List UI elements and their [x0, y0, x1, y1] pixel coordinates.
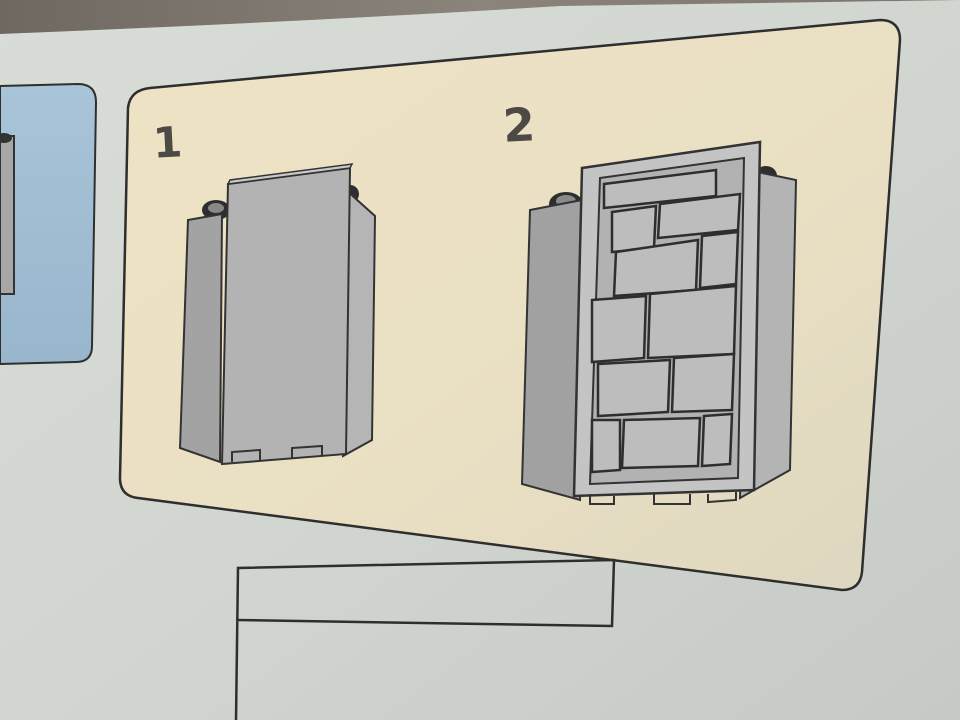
step-2-number: 2 — [501, 97, 537, 153]
partial-brick-piece — [0, 135, 15, 295]
brick-pattern — [590, 168, 742, 474]
next-section-outline — [234, 558, 616, 720]
step2-illustration — [520, 140, 798, 505]
step1-illustration — [178, 163, 377, 466]
step-1-number: 1 — [151, 117, 184, 168]
previous-step-panel — [0, 82, 98, 366]
